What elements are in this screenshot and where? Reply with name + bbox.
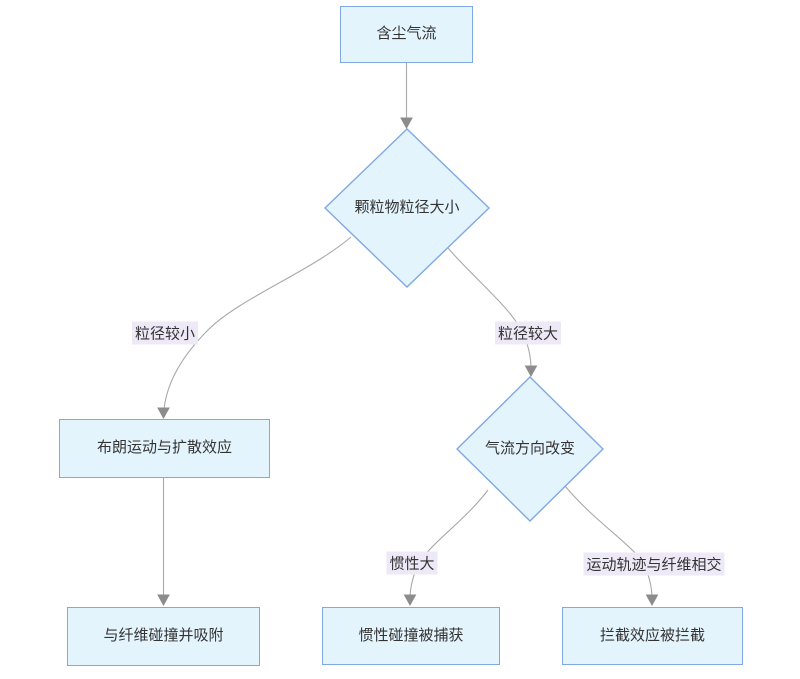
- node-decision-airflow: 气流方向改变: [457, 377, 603, 521]
- edge-label-inertia-large: 惯性大: [386, 551, 438, 575]
- node-adsorb: 与纤维碰撞并吸附: [67, 607, 260, 666]
- edge-label-particle-small: 粒径较小: [131, 321, 199, 345]
- arrowhead-brownian: [157, 407, 170, 420]
- decision-airflow-shape: [456, 376, 604, 522]
- arrowhead-decision-size: [400, 117, 413, 130]
- node-interception: 拦截效应被拦截: [562, 607, 743, 665]
- edge-decision-size-to-brownian: [163, 236, 352, 410]
- edge-label-particle-large: 粒径较大: [494, 321, 562, 345]
- node-interception-label: 拦截效应被拦截: [599, 626, 705, 644]
- node-decision-size-label: 颗粒物粒径大小: [354, 198, 460, 216]
- node-brownian-label: 布朗运动与扩散效应: [96, 439, 232, 457]
- node-decision-size: 颗粒物粒径大小: [325, 129, 489, 287]
- node-decision-airflow-label: 气流方向改变: [484, 439, 575, 457]
- edge-label-trajectory-intersect: 运动轨迹与纤维相交: [583, 552, 725, 576]
- node-start: 含尘气流: [340, 6, 473, 63]
- node-brownian: 布朗运动与扩散效应: [59, 419, 270, 478]
- node-start-label: 含尘气流: [376, 25, 437, 43]
- decision-size-shape: [323, 128, 491, 288]
- arrowhead-interception: [645, 594, 659, 607]
- node-adsorb-label: 与纤维碰撞并吸附: [103, 627, 224, 645]
- arrowhead-decision-airflow: [524, 365, 538, 378]
- node-inertial-label: 惯性碰撞被捕获: [358, 626, 464, 644]
- arrowhead-inertial: [403, 594, 417, 607]
- node-inertial: 惯性碰撞被捕获: [322, 607, 500, 665]
- arrowhead-adsorb: [157, 594, 170, 607]
